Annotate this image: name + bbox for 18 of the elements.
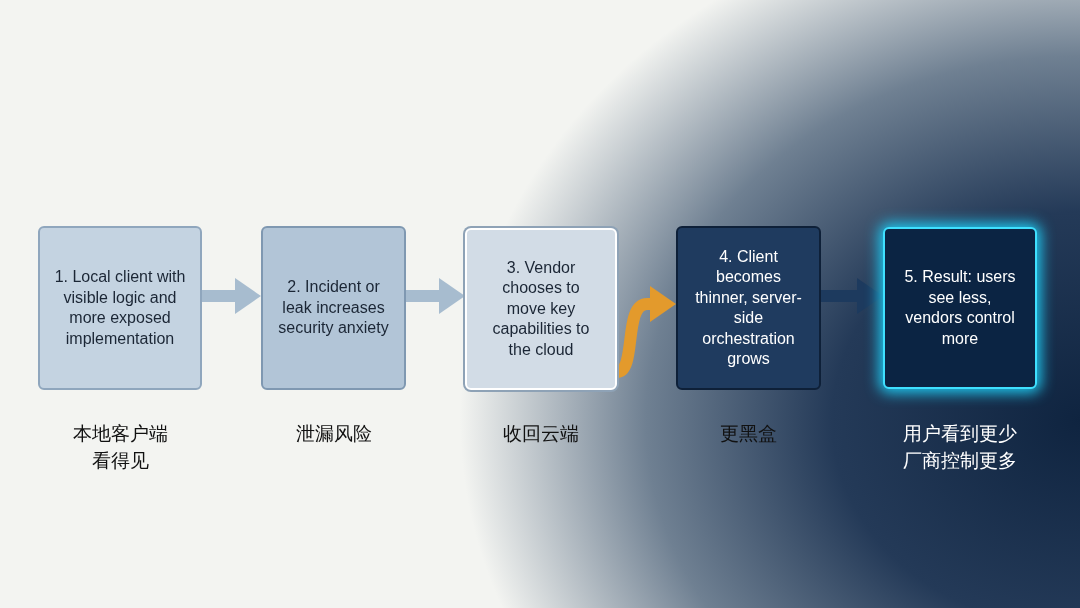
process-box bbox=[38, 226, 202, 390]
box-text: 2. Incident or leak increases security anxiety bbox=[277, 277, 390, 339]
node-label: 用户看到更少厂商控制更多 bbox=[902, 422, 1018, 473]
box-text: 1. Local client with visible logic and more exposed implementation bbox=[53, 267, 187, 349]
node-label: 泄漏风险 bbox=[294, 422, 373, 446]
box-text: 5. Result: users see less, vendors control more bbox=[903, 267, 1017, 349]
arrow bbox=[406, 278, 465, 314]
box-text: 4. Client becomes thinner, server-side orchestration grows bbox=[694, 246, 803, 369]
process-box bbox=[883, 227, 1037, 389]
process-box bbox=[676, 226, 821, 390]
node-label: 收回云端 bbox=[502, 422, 580, 446]
node-label: 更黑盒 bbox=[719, 422, 778, 446]
node-label: 本地客户端看得见 bbox=[71, 422, 169, 473]
process-box bbox=[465, 228, 617, 390]
arrow bbox=[202, 278, 261, 314]
box-text: 3. Vendor chooses to move key capabilities to the cloud bbox=[491, 257, 591, 360]
process-box bbox=[261, 226, 406, 390]
arrow bbox=[821, 278, 883, 314]
